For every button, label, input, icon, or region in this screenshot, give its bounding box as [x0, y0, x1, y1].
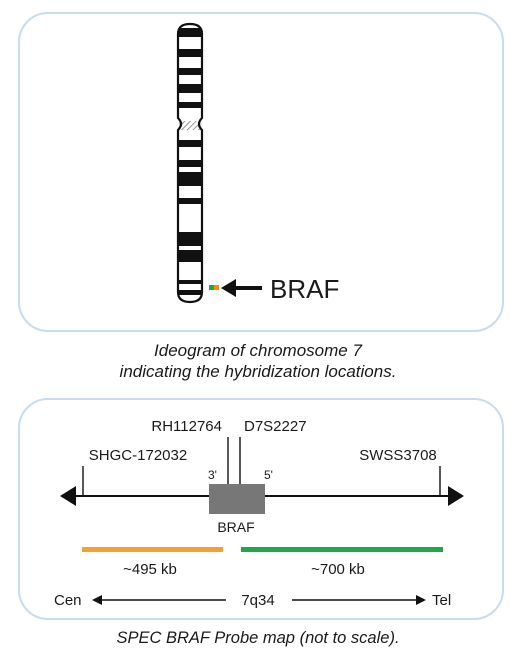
- braf-gene-label: BRAF: [217, 519, 254, 535]
- band: [178, 232, 202, 246]
- band: [178, 84, 202, 93]
- marker-d7s2227: D7S2227: [244, 418, 307, 435]
- band: [178, 68, 202, 75]
- marker-swss3708: SWSS3708: [359, 447, 437, 464]
- chromosome-7-ideogram: [178, 24, 202, 302]
- ideogram-caption-line2: indicating the hybridization locations.: [119, 362, 397, 381]
- green-signal: [209, 285, 214, 290]
- centromere-heterochromatin: [178, 121, 202, 130]
- marker-shgc-172032: SHGC-172032: [89, 447, 187, 464]
- band: [178, 160, 202, 167]
- orange-signal: [214, 285, 219, 290]
- ideogram-panel: [18, 12, 504, 332]
- band: [178, 250, 202, 262]
- band: [178, 172, 202, 186]
- cen-arrowhead: [92, 595, 102, 605]
- band: [178, 290, 202, 295]
- centromere-label: Cen: [54, 592, 82, 609]
- braf-gene-box: [209, 484, 265, 514]
- band: [178, 198, 202, 204]
- probe-map-caption: SPEC BRAF Probe map (not to scale).: [116, 629, 400, 647]
- band: [178, 49, 202, 57]
- braf-locus-label: BRAF: [270, 274, 339, 304]
- orange-probe-size: ~495 kb: [123, 561, 177, 578]
- green-probe-bar: [241, 547, 443, 552]
- marker-rh112764: RH112764: [151, 418, 222, 435]
- marker-ticks: [82, 437, 441, 496]
- orange-probe-bar: [82, 547, 223, 552]
- telomere-label: Tel: [432, 592, 451, 609]
- band: [178, 140, 202, 147]
- tel-arrowhead: [416, 595, 426, 605]
- band: [178, 280, 202, 284]
- band: [178, 102, 202, 108]
- ideogram-caption: Ideogram of chromosome 7 indicating the …: [0, 340, 516, 382]
- band: [178, 28, 202, 37]
- ideogram-caption-line1: Ideogram of chromosome 7: [154, 341, 362, 360]
- green-probe-size: ~700 kb: [311, 561, 365, 578]
- chromosome-outline: [176, 22, 204, 304]
- five-prime-end-label: 5': [264, 468, 273, 482]
- three-prime-end-label: 3': [208, 468, 217, 482]
- locus-arrow: [221, 279, 262, 297]
- band-label: 7q34: [241, 592, 274, 609]
